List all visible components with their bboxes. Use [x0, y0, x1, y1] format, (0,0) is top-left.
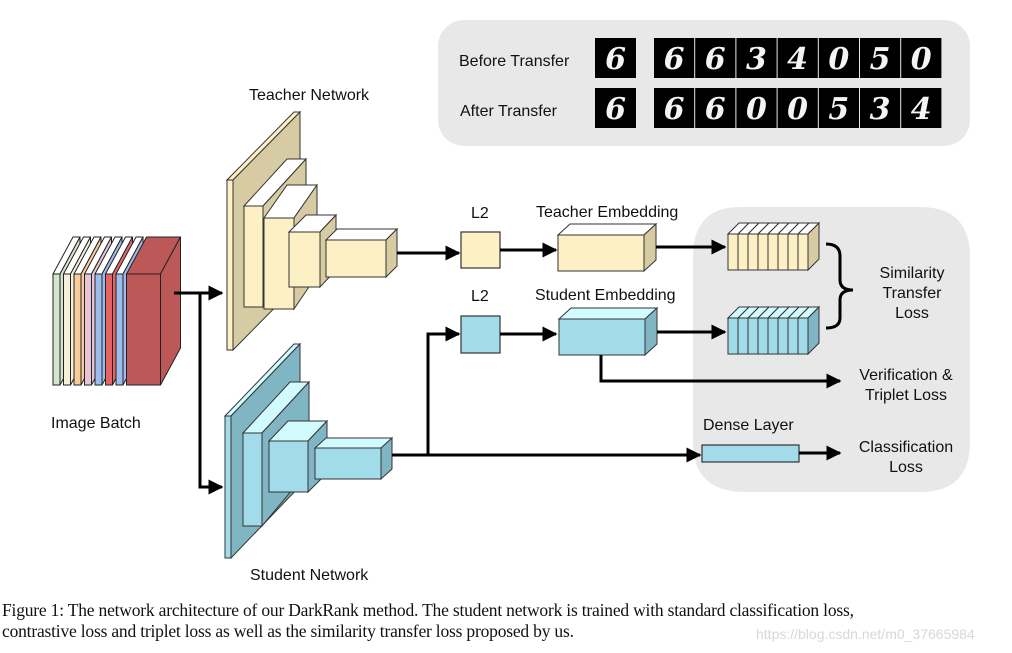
query-digit: 6: [605, 92, 626, 127]
similarity-cell: [797, 317, 809, 355]
retrieved-digit: 6: [664, 92, 685, 127]
caption-line-2: contrastive loss and triplet loss as wel…: [2, 621, 574, 641]
similarity-cell: [777, 317, 789, 355]
retrieved-digit-tile: [777, 38, 818, 78]
svg-text:Verification &: Verification &: [859, 367, 953, 384]
before-transfer-label: Before Transfer: [459, 53, 570, 70]
retrieved-digit: 6: [705, 92, 726, 127]
similarity-cell: [747, 317, 759, 355]
verification-triplet-loss-label: Verification & Triplet Loss: [859, 367, 953, 404]
query-digit: 6: [605, 42, 626, 77]
similarity-cell: [787, 317, 799, 355]
retrieved-digit-tile: [736, 38, 777, 78]
watermark: https://blog.csdn.net/m0_37665984: [756, 626, 975, 642]
figure-caption: Figure 1: The network architecture of ou…: [2, 600, 1012, 642]
student-similarity-vector: [726, 305, 821, 356]
retrieved-digit: 0: [746, 92, 767, 127]
similarity-cell: [727, 317, 739, 355]
query-digit-tile: [595, 38, 636, 78]
retrieved-digit-tile: [818, 88, 859, 128]
input-arrows: [174, 285, 224, 495]
image-batch-slice: [125, 236, 182, 386]
similarity-cell: [747, 233, 759, 271]
student-embedding-label: Student Embedding: [535, 287, 676, 304]
similarity-cell: [757, 233, 769, 271]
student-network: [223, 342, 394, 560]
retrieved-digit-tile: [695, 38, 736, 78]
similarity-cell: [767, 233, 779, 271]
similarity-cell: [757, 317, 769, 355]
retrieved-digit: 4: [787, 42, 808, 77]
query-digit-tile: [595, 88, 636, 128]
dense-layer-label: Dense Layer: [703, 417, 794, 434]
teacher-embedding-block: [556, 222, 658, 273]
dense-layer-box: [701, 444, 800, 463]
retrieved-digit: 0: [828, 42, 849, 77]
similarity-cell: [767, 317, 779, 355]
similarity-cell: [737, 317, 749, 355]
similarity-cell: [777, 233, 789, 271]
svg-text:Loss: Loss: [895, 305, 929, 322]
retrieved-digit-tile: [818, 38, 859, 78]
similarity-side: [807, 305, 820, 356]
retrieved-digit-tile: [901, 38, 942, 78]
loss-panel-background: [693, 207, 970, 492]
arrow-student-to-l2: [392, 326, 461, 457]
retrieved-digit: 6: [664, 42, 685, 77]
retrieved-digit-tile: [860, 38, 901, 78]
svg-text:Loss: Loss: [889, 459, 923, 476]
arrow-to-verification-loss: [599, 355, 842, 389]
retrieved-digit: 0: [787, 92, 808, 127]
teacher-network: [225, 110, 399, 352]
student-network-label: Student Network: [250, 567, 369, 584]
image-batch-label: Image Batch: [51, 415, 141, 432]
similarity-cell: [787, 233, 799, 271]
similarity-side: [807, 221, 820, 272]
classification-loss-label: Classification Loss: [859, 439, 953, 476]
student-l2-label: L2: [471, 288, 489, 305]
student-embedding-block: [557, 306, 659, 357]
after-transfer-label: After Transfer: [460, 103, 558, 120]
student-l2-box: [460, 315, 501, 354]
similarity-transfer-loss-label: Similarity Transfer Loss: [880, 265, 945, 322]
retrieved-digit: 6: [705, 42, 726, 77]
similarity-cell: [797, 233, 809, 271]
retrieved-digit-tile: [736, 88, 777, 128]
image-batch: [52, 236, 182, 386]
retrieved-digit-tile: [654, 38, 695, 78]
arrow-to-student: [198, 293, 224, 495]
retrieved-digit: 5: [828, 92, 849, 127]
svg-text:Classification: Classification: [859, 439, 953, 456]
svg-text:Triplet Loss: Triplet Loss: [865, 387, 947, 404]
teacher-l2-label: L2: [471, 205, 489, 222]
retrieved-digit: 3: [870, 92, 891, 127]
retrieved-digit-tile: [654, 88, 695, 128]
similarity-cell: [727, 233, 739, 271]
retrieved-digit-tile: [860, 88, 901, 128]
caption-line-1: Figure 1: The network architecture of ou…: [2, 600, 854, 620]
teacher-network-label: Teacher Network: [249, 87, 370, 104]
retrieved-digit: 3: [746, 42, 767, 77]
svg-text:Similarity: Similarity: [880, 265, 945, 282]
teacher-l2-box: [460, 231, 501, 269]
retrieved-digit-tile: [777, 88, 818, 128]
retrieved-digit: 0: [911, 42, 932, 77]
retrieved-digit: 5: [870, 42, 891, 77]
svg-text:Transfer: Transfer: [883, 285, 943, 302]
similarity-brace-icon: [825, 242, 854, 330]
retrieved-digit-tile: [695, 88, 736, 128]
retrieved-digit: 4: [911, 92, 932, 127]
teacher-embedding-label: Teacher Embedding: [536, 204, 678, 221]
similarity-cell: [737, 233, 749, 271]
retrieved-digit-tile: [901, 88, 942, 128]
teacher-similarity-vector: [726, 221, 821, 272]
